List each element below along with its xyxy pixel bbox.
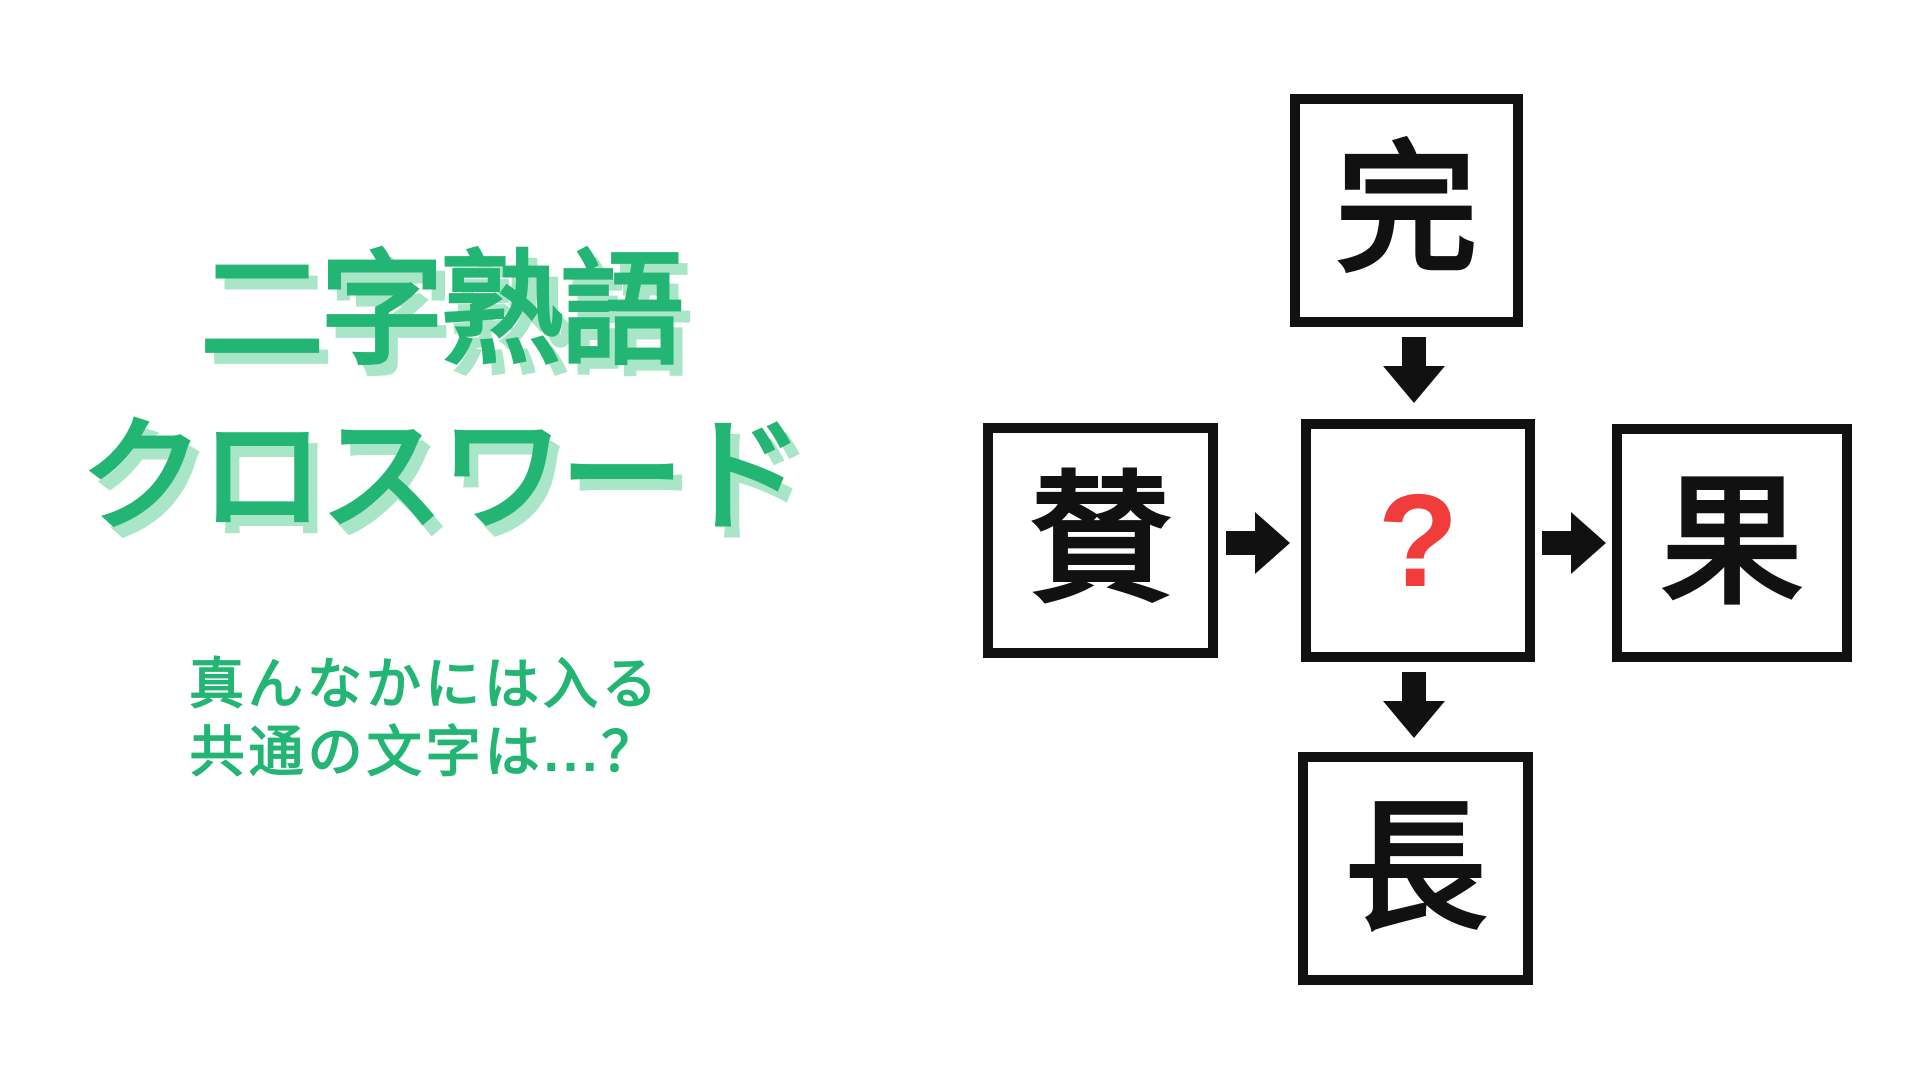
arrow-right-icon (1226, 512, 1290, 574)
kanji-box-center-answer: ? (1301, 419, 1535, 662)
page-title: 二字熟語 クロスワード (20, 228, 860, 560)
arrow-down-icon (1383, 337, 1445, 403)
kanji-box-bottom: 長 (1298, 752, 1533, 985)
puzzle-question-line1: 真んなかには入る (188, 653, 661, 715)
page-title-line2: クロスワード (79, 408, 804, 547)
page-title-line1: 二字熟語 (199, 242, 684, 380)
kanji-right: 果 (1661, 463, 1803, 622)
puzzle-question-line2: 共通の文字は...？ (189, 721, 661, 784)
kanji-bottom: 長 (1344, 788, 1487, 948)
arrow-right-icon (1542, 512, 1606, 574)
kanji-box-right: 果 (1612, 424, 1852, 662)
puzzle-question-text: 真んなかには入る 共通の文字は...？ (20, 650, 830, 786)
kanji-box-top: 完 (1290, 94, 1523, 327)
kanji-left: 賛 (1029, 460, 1172, 620)
arrow-down-icon (1383, 672, 1445, 738)
kanji-top: 完 (1335, 130, 1478, 290)
question-mark: ? (1377, 466, 1459, 614)
kanji-box-left: 賛 (983, 423, 1218, 658)
